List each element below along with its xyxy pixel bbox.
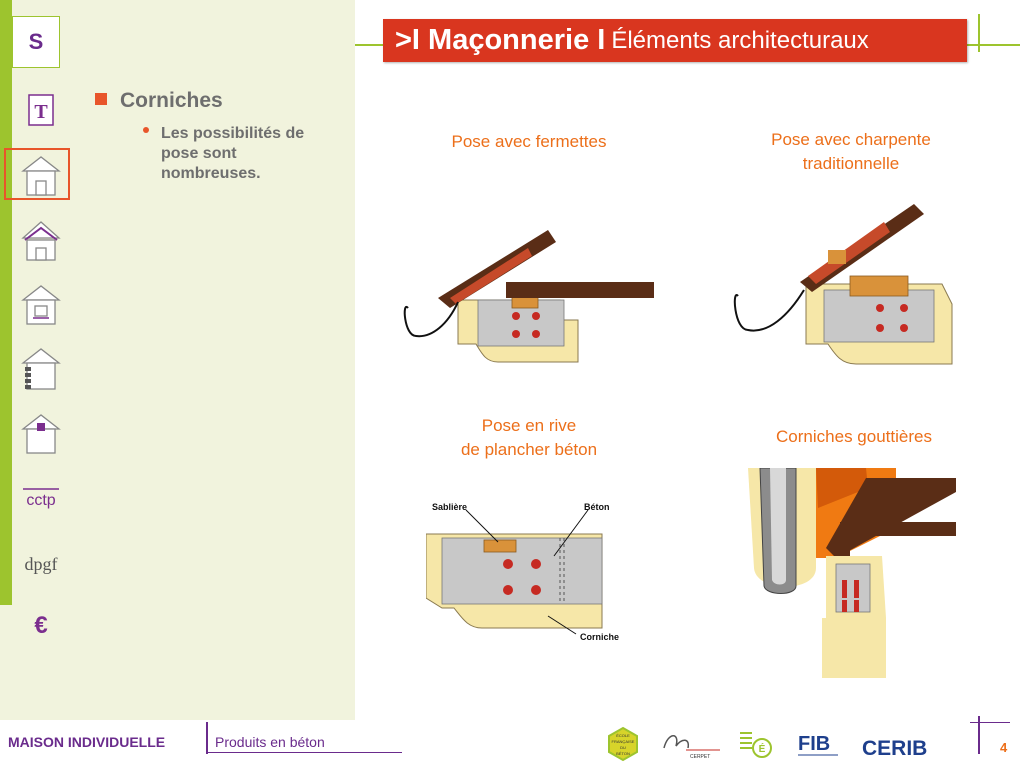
logo-ecole-francaise-beton: ÉCOLE FRANÇAISE DU BÉTON [608,726,638,762]
house-wall-icon [21,348,61,390]
diagram-gouttieres [746,468,956,678]
section-heading: Corniches [120,89,223,112]
diagram-charpente [733,204,953,365]
footer-subtitle: Produits en béton [215,734,325,750]
logo-fib: FIB [798,733,838,756]
caption-charpente-1: Pose avec charpente [771,130,931,149]
svg-text:DU: DU [620,745,626,750]
caption-charpente-2: traditionnelle [802,154,900,173]
svg-text:É: É [759,742,766,755]
cctp-icon: cctp [23,488,59,509]
nav-euro-button[interactable]: € [12,598,70,654]
diagram-rive: Sablière Béton Corniche [426,502,619,642]
house-window-icon [21,285,61,325]
svg-text:CERPET: CERPET [690,754,710,760]
document-t-icon: T [28,94,54,126]
nav-vent-button[interactable] [12,405,70,461]
nav-house-button-active[interactable] [4,148,70,200]
footer-underline [206,752,402,753]
svg-text:CERIB: CERIB [862,737,927,760]
svg-text:Béton: Béton [584,502,610,512]
svg-text:FIB: FIB [798,733,830,755]
sub-bullet [143,127,149,133]
nav-house-icon-wrap [12,147,70,203]
footer-separator [206,722,208,754]
nav-s-button[interactable]: S [12,16,60,68]
svg-text:ÉCOLE: ÉCOLE [616,733,630,738]
nav-cctp-button[interactable]: cctp [12,470,70,526]
svg-text:FRANÇAISE: FRANÇAISE [612,739,635,744]
svg-text:dpgf: dpgf [25,554,58,574]
sidebar-background [0,0,355,720]
logo-cerpet: CERPET [663,735,720,760]
footer-title: MAISON INDIVIDUELLE [8,734,166,750]
title-sub: Éléments architecturaux [611,26,869,54]
dpgf-icon: dpgf [25,554,58,574]
page-number: 4 [1000,740,1008,755]
svg-text:BÉTON: BÉTON [616,751,630,756]
bullet-square [95,93,107,105]
house-roof-icon [21,221,61,261]
nav-s-label: S [28,29,44,54]
caption-rive-1: Pose en rive [481,416,577,435]
title-banner: >I Maçonnerie I Éléments architecturaux [383,19,967,62]
sidebar-green-bar [0,0,12,605]
section-text: Les possibilités de pose sont nombreuses… [161,125,305,182]
euro-icon: € [34,612,48,639]
svg-text:Corniche: Corniche [580,632,619,642]
nav-dpgf-button[interactable]: dpgf [12,534,70,590]
title-main: >I Maçonnerie I [395,24,606,56]
logo-cerib: CERIB [862,737,927,760]
caption-rive-2: de plancher béton [460,440,598,459]
footer-tick-vertical [978,716,980,754]
house-vent-icon [21,414,61,454]
title-tick [978,14,980,52]
caption-gouttieres: Corniches gouttières [776,427,932,446]
nav-t-button[interactable]: T [12,82,70,138]
nav-roof-button[interactable] [12,212,70,268]
diagram-fermettes [403,230,654,363]
svg-text:cctp: cctp [26,492,55,509]
house-icon [21,156,61,196]
logo-ecole-nationale: É [740,732,772,758]
footer-tick-horizontal [970,722,1010,723]
caption-fermettes: Pose avec fermettes [451,132,607,151]
nav-window-button[interactable] [12,276,70,332]
svg-text:T: T [34,101,48,123]
svg-text:Sablière: Sablière [432,502,467,512]
nav-wall-button[interactable] [12,340,70,396]
